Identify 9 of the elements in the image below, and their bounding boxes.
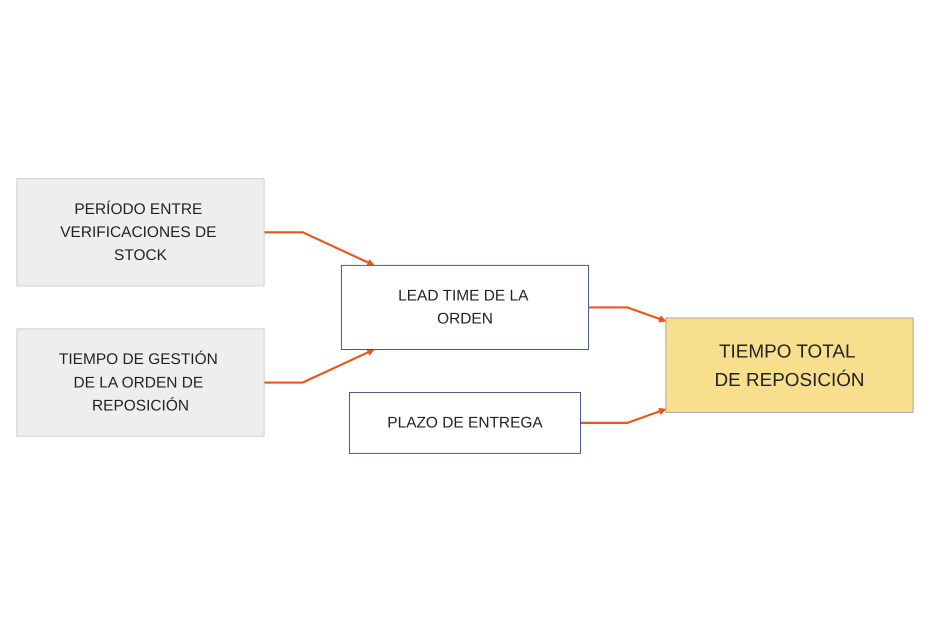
- node-box: TIEMPO TOTAL DE REPOSICIÓN: [665, 318, 914, 413]
- arrow: [264, 348, 374, 384]
- arrow: [588, 306, 666, 322]
- node-box: LEAD TIME DE LA ORDEN: [340, 264, 590, 350]
- node-box: PERÍODO ENTRE VERIFICACIONES DE STOCK: [16, 178, 265, 286]
- node-box: PLAZO DE ENTREGA: [349, 392, 581, 454]
- node-box: TIEMPO DE GESTIÓN DE LA ORDEN DE REPOSICIÓN: [16, 328, 265, 437]
- arrow: [264, 231, 374, 266]
- arrow: [580, 408, 666, 424]
